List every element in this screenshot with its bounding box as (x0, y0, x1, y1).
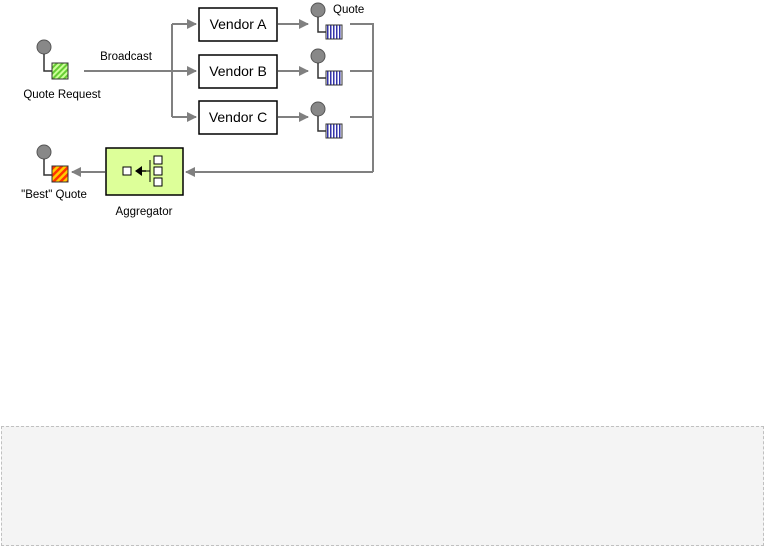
broadcast-label: Broadcast (100, 51, 153, 63)
endpoint-circle-icon (310, 48, 326, 64)
endpoint-connector (317, 116, 326, 132)
aggregator-label: Aggregator (116, 206, 173, 218)
message-icon (51, 62, 69, 80)
best-quote-endpoint (36, 144, 69, 183)
quote-request-endpoint (36, 39, 69, 80)
quote-request-label: Quote Request (23, 89, 101, 101)
vendor-a: Vendor A (198, 7, 278, 42)
vendor-b: Vendor B (198, 54, 278, 89)
queue-icon (325, 24, 343, 40)
aggregator-icon (122, 155, 163, 187)
quote-label: Quote (333, 4, 364, 16)
vendor-box (198, 54, 278, 89)
scatter-gather-diagram: Quote Request Broadcast Vendor A Vendor … (21, 2, 374, 218)
endpoint-connector (43, 159, 52, 176)
endpoint-connector (43, 54, 52, 72)
aggregator (105, 147, 184, 196)
vendor-box (198, 100, 278, 135)
quote-channel-c (310, 101, 343, 139)
queue-icon (325, 123, 343, 139)
endpoint-connector (317, 17, 326, 33)
quote-channel-a (310, 2, 343, 40)
best-quote-label: "Best" Quote (21, 189, 87, 201)
vendor-c: Vendor C (198, 100, 278, 135)
vendor-box (198, 7, 278, 42)
endpoint-circle-icon (36, 39, 52, 55)
queue-icon (325, 70, 343, 86)
endpoint-circle-icon (310, 101, 326, 117)
quote-channel-b (310, 48, 343, 86)
vendor-label: Vendor B (209, 63, 267, 79)
vendor-label: Vendor A (210, 16, 267, 32)
empty-panel (1, 426, 764, 546)
endpoint-circle-icon (310, 2, 326, 18)
message-icon (51, 165, 69, 183)
endpoint-circle-icon (36, 144, 52, 160)
endpoint-connector (317, 63, 326, 79)
vendor-label: Vendor C (209, 109, 267, 125)
collector-line-a (350, 23, 374, 172)
